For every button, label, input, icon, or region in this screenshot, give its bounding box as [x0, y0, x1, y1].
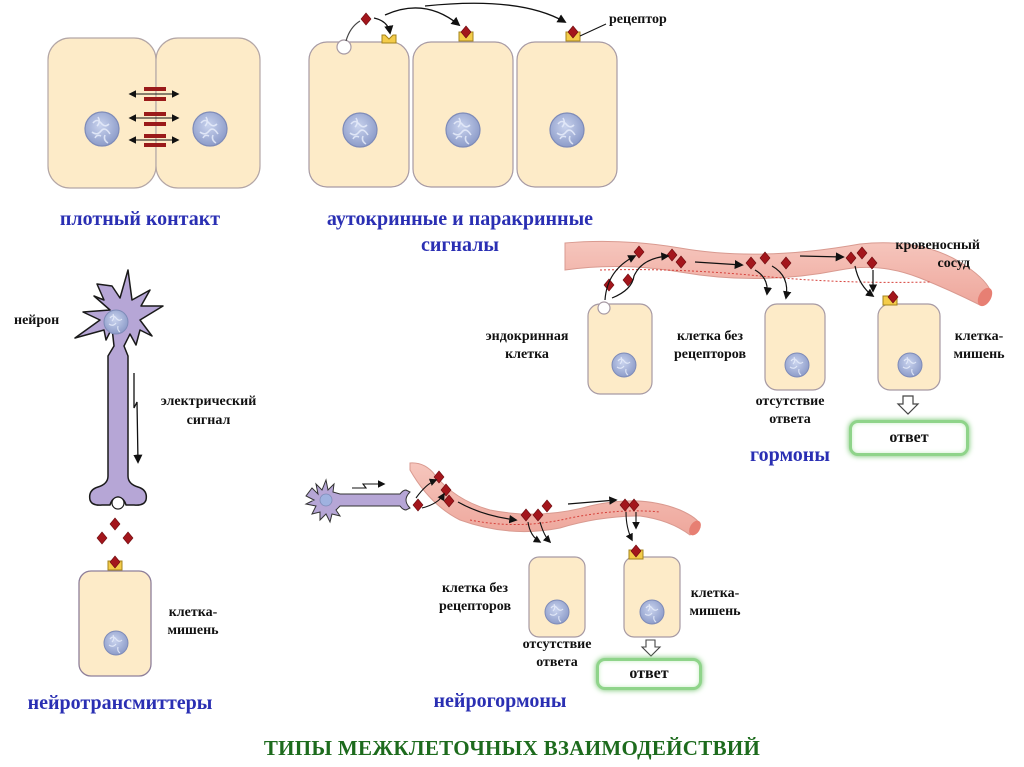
response-arrow-icon: [896, 395, 920, 415]
blood-vessel: [409, 462, 701, 536]
nh-no-receptor-cell-label-line2: рецепторов: [438, 599, 512, 614]
nh-no-response-label-line2: ответа: [536, 655, 578, 670]
signal-molecule-icon: [122, 531, 134, 545]
signal-molecule-icon: [360, 12, 372, 26]
nucleus-icon: [897, 352, 923, 378]
vesicle: [336, 39, 352, 55]
endocrine-cell-label-line1: эндокринная: [485, 329, 569, 344]
hormones-illustration: [564, 240, 993, 415]
vessel-label-line2: сосуд: [937, 256, 970, 271]
page-title: ТИПЫ МЕЖКЛЕТОЧНЫХ ВЗАИМОДЕЙСТВИЙ: [263, 736, 761, 760]
nh-target-cell-label-line2: мишень: [689, 604, 741, 619]
target-cell-label-line1: клетка-: [954, 329, 1004, 344]
section-label-neurohormones: нейрогормоны: [433, 690, 567, 712]
nucleus-icon: [445, 112, 481, 148]
autocrine-paracrine-illustration: [308, 2, 618, 188]
section-label-hormones: гормоны: [750, 444, 830, 466]
nt-target-cell-label-line1: клетка-: [168, 605, 218, 620]
target-cell: [78, 570, 152, 677]
target-cell: [877, 303, 941, 391]
signal-molecule-icon: [96, 531, 108, 545]
neurotransmitter-illustration: [74, 269, 164, 677]
no-receptor-cell: [528, 556, 586, 638]
response-arrow-icon: [640, 639, 662, 657]
electric-signal-label-line1: электрический: [160, 394, 257, 409]
nucleus-icon: [192, 111, 228, 147]
electric-signal-label-line2: сигнал: [186, 413, 231, 428]
response-box: ответ: [849, 420, 969, 456]
nh-target-cell-label-line1: клетка-: [690, 586, 740, 601]
vesicle: [111, 496, 125, 510]
endocrine-cell-label-line2: клетка: [505, 347, 549, 362]
no-receptor-cell-label-line2: рецепторов: [673, 347, 747, 362]
junction-proteins: [128, 87, 180, 147]
signal-molecule-icon: [541, 499, 553, 513]
endocrine-cell: [587, 303, 653, 395]
autocrine-receptor: [381, 34, 397, 44]
nh-no-receptor-cell-label-line1: клетка без: [441, 581, 509, 596]
tight-junction-illustration: [47, 37, 261, 189]
nucleus-icon: [342, 112, 378, 148]
target-cell: [623, 556, 681, 638]
nucleus-icon: [103, 309, 129, 335]
nucleus-icon: [103, 630, 129, 656]
signal-molecule-icon: [109, 517, 121, 531]
nucleus-icon: [84, 111, 120, 147]
target-cell-label-line2: мишень: [953, 347, 1005, 362]
no-response-label-line1: отсутствие: [755, 394, 825, 409]
nh-response-box: ответ: [596, 658, 702, 690]
section-label-neurotransmitters: нейротрансмиттеры: [27, 692, 213, 714]
neurohormones-illustration: [304, 462, 701, 657]
no-receptor-cell-label-line1: клетка без: [676, 329, 744, 344]
nh-no-response-label-line1: отсутствие: [522, 637, 592, 652]
section-label-autocrine-line2: сигналы: [420, 234, 500, 256]
nucleus-icon: [611, 352, 637, 378]
nucleus-icon: [784, 352, 810, 378]
nt-target-cell-label-line2: мишень: [167, 623, 219, 638]
section-label-tight-junction: плотный контакт: [59, 208, 221, 230]
signal-molecule-icon: [412, 498, 424, 512]
vessel-label-line1: кровеносный: [895, 238, 980, 253]
receptor-label: рецептор: [609, 12, 667, 27]
neuron-label: нейрон: [14, 313, 60, 328]
nucleus-icon: [639, 599, 665, 625]
vesicle: [597, 301, 611, 315]
nucleus-icon: [544, 599, 570, 625]
nucleus-icon: [549, 112, 585, 148]
neuron-body: [74, 269, 164, 506]
no-receptor-cell: [764, 303, 826, 391]
section-label-autocrine-line1: аутокринные и паракринные: [326, 208, 594, 230]
electric-signal-arrow: [133, 373, 143, 464]
no-response-label-line2: ответа: [769, 412, 811, 427]
neurosecretory-neuron: [304, 478, 411, 524]
